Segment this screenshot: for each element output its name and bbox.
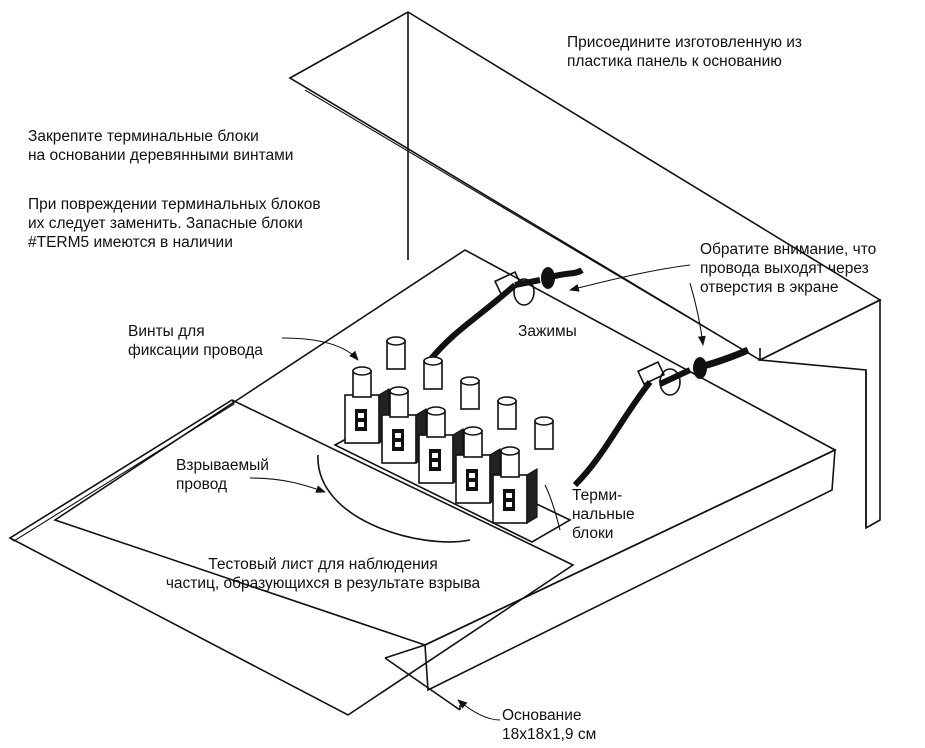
fix-blocks-line-1: Закрепите терминальные блоки — [28, 128, 259, 145]
screws-label: Винты для фиксации провода — [128, 322, 263, 360]
test-sheet — [8, 399, 575, 716]
screws-line-1: Винты для — [128, 323, 205, 340]
clamp-right — [637, 357, 707, 396]
screws-line-2: фиксации провода — [128, 342, 263, 359]
exploding-wire-line-2: провод — [176, 476, 228, 493]
terminal-block — [492, 416, 554, 525]
test-sheet-line-1: Тестовый лист для наблюдения — [208, 556, 438, 573]
attach-panel-line-2: пластика панель к основанию — [567, 53, 782, 70]
fix-blocks-line-2: на основании деревянными винтами — [28, 147, 294, 164]
clamps-label: Зажимы — [518, 323, 577, 340]
test-sheet-label: Тестовый лист для наблюдения частиц, обр… — [118, 555, 528, 593]
test-sheet-line-2: частиц, образующихся в результате взрыва — [165, 575, 481, 592]
terminal-blocks-line-1: Терми- — [572, 487, 623, 504]
leader-lines — [249, 264, 706, 721]
attach-panel-label: Присоедините изготовленную из пластика п… — [567, 33, 802, 71]
base-label: Основание 18x18x1,9 см — [502, 706, 596, 744]
wires-through-line-1: Обратите внимание, что — [700, 241, 877, 258]
base-line-2: 18x18x1,9 см — [502, 726, 597, 743]
terminal-blocks — [333, 336, 572, 543]
base-line-1: Основание — [502, 707, 582, 724]
replace-blocks-label: При повреждении терминальных блоков их с… — [28, 195, 321, 252]
plastic-panel — [288, 11, 882, 530]
wires-through-line-3: отверстия в экране — [700, 279, 839, 296]
clamp-left — [494, 267, 555, 306]
fix-blocks-label: Закрепите терминальные блоки на основани… — [28, 127, 293, 165]
exploding-wire-line-1: Взрываемый — [176, 457, 269, 474]
terminal-blocks-label: Терми- нальные блоки — [572, 486, 635, 543]
attach-panel-line-1: Присоедините изготовленную из — [567, 34, 803, 51]
terminal-blocks-line-3: блоки — [572, 525, 614, 542]
wires-through-line-2: провода выходят через — [700, 260, 869, 277]
wires-through-label: Обратите внимание, что провода выходят ч… — [700, 240, 876, 297]
terminal-blocks-line-2: нальные — [572, 506, 635, 523]
base-block — [53, 249, 837, 711]
replace-blocks-line-2: их следует заменить. Запасные блоки — [28, 215, 303, 232]
replace-blocks-line-1: При повреждении терминальных блоков — [28, 196, 321, 213]
terminal-block — [418, 376, 480, 485]
replace-blocks-line-3: #TERM5 имеются в наличии — [28, 234, 233, 251]
exploding-wire-label: Взрываемый провод — [176, 456, 269, 494]
